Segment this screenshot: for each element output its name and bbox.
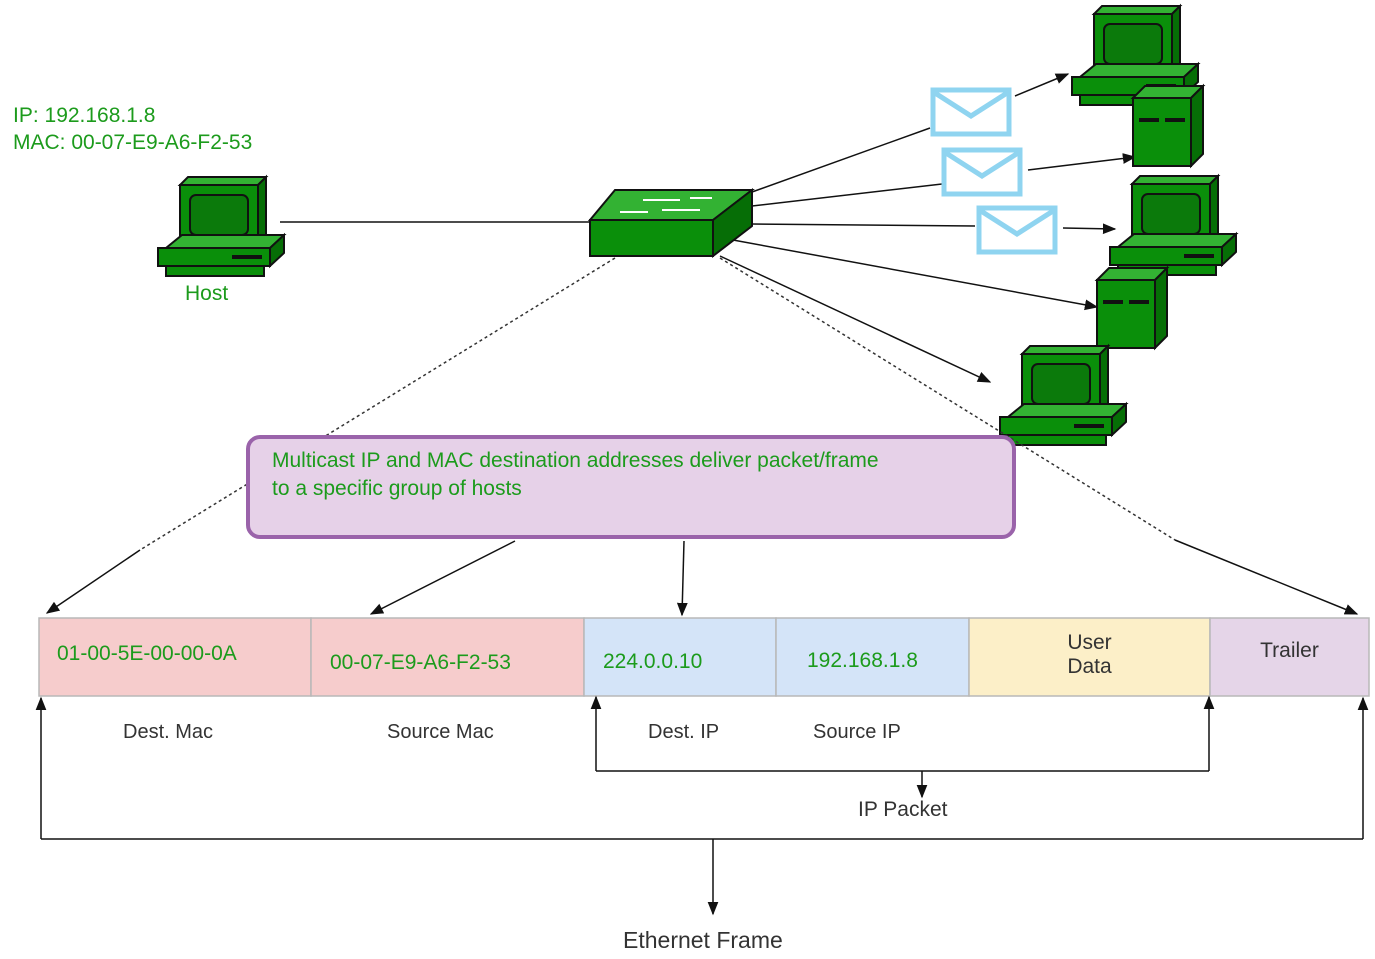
- envelope-icon: [979, 208, 1055, 252]
- envelope-icon: [944, 150, 1020, 194]
- label-dest-ip: Dest. IP: [648, 721, 720, 743]
- callout-arrow-source-mac: [369, 540, 516, 615]
- ethernet-frame-label: Ethernet Frame: [623, 927, 783, 953]
- link-server-1b: [1027, 153, 1137, 171]
- switch-icon: [587, 187, 755, 259]
- zoom-line-left: [139, 257, 616, 551]
- zoom-arrow-right: [1174, 539, 1359, 615]
- callout-arrow-dest-ip: [676, 540, 688, 617]
- source-ip-value-cell: 192.168.1.8: [807, 618, 967, 696]
- host-label: Host: [185, 282, 229, 305]
- link-pc-2: [751, 223, 976, 227]
- host-ip: IP: 192.168.1.8: [13, 104, 156, 127]
- host-mac: MAC: 00-07-E9-A6-F2-53: [13, 131, 253, 154]
- server-icon: [1096, 267, 1168, 349]
- link-server-2: [732, 239, 1099, 311]
- source-ip-value: 192.168.1.8: [807, 649, 918, 672]
- segment-user-data: [968, 617, 1211, 697]
- host-computer-icon: [157, 176, 285, 277]
- zoom-arrow-left: [45, 549, 141, 614]
- dest-mac-value: 01-00-5E-00-00-0A: [57, 642, 237, 665]
- segment-source-mac: [310, 617, 585, 697]
- zoom-line-right: [719, 257, 1176, 541]
- dest-ip-value: 224.0.0.10: [603, 650, 703, 673]
- source-mac-value-cell: 00-07-E9-A6-F2-53: [330, 618, 580, 696]
- server-icon: [1132, 85, 1204, 167]
- link-server-1: [751, 183, 943, 207]
- trailer-label: Trailer: [1260, 639, 1319, 662]
- user-data-cell: User Data: [969, 618, 1210, 696]
- user-data-line-2: Data: [1067, 655, 1112, 678]
- link-pc-1b: [1014, 73, 1070, 97]
- link-pc-1: [751, 127, 931, 193]
- callout-text: Multicast IP and MAC destination address…: [272, 447, 1002, 503]
- label-dest-mac: Dest. Mac: [123, 721, 214, 743]
- segment-dest-mac: [38, 617, 312, 697]
- segment-source-ip: [775, 617, 970, 697]
- dest-mac-value-cell: 01-00-5E-00-00-0A: [57, 618, 307, 696]
- computer-icon: [999, 345, 1127, 446]
- envelope-icon: [933, 90, 1009, 134]
- dest-ip-value-cell: 224.0.0.10: [603, 618, 773, 696]
- source-mac-value: 00-07-E9-A6-F2-53: [330, 651, 511, 674]
- callout-line-1: Multicast IP and MAC destination address…: [272, 449, 879, 472]
- computer-icon: [1109, 175, 1237, 276]
- label-source-ip: Source IP: [813, 721, 901, 743]
- segment-trailer: [1209, 617, 1370, 697]
- ip-packet-label: IP Packet: [858, 798, 948, 821]
- link-pc-2b: [1062, 223, 1117, 235]
- link-pc-3: [719, 255, 992, 383]
- callout-line-2: to a specific group of hosts: [272, 477, 522, 500]
- label-source-mac: Source Mac: [387, 721, 494, 743]
- segment-dest-ip: [583, 617, 777, 697]
- host-info: IP: 192.168.1.8 MAC: 00-07-E9-A6-F2-53: [13, 102, 252, 156]
- callout-box: Multicast IP and MAC destination address…: [246, 435, 1016, 539]
- trailer-cell: Trailer: [1210, 618, 1369, 696]
- user-data-line-1: User: [1067, 631, 1112, 654]
